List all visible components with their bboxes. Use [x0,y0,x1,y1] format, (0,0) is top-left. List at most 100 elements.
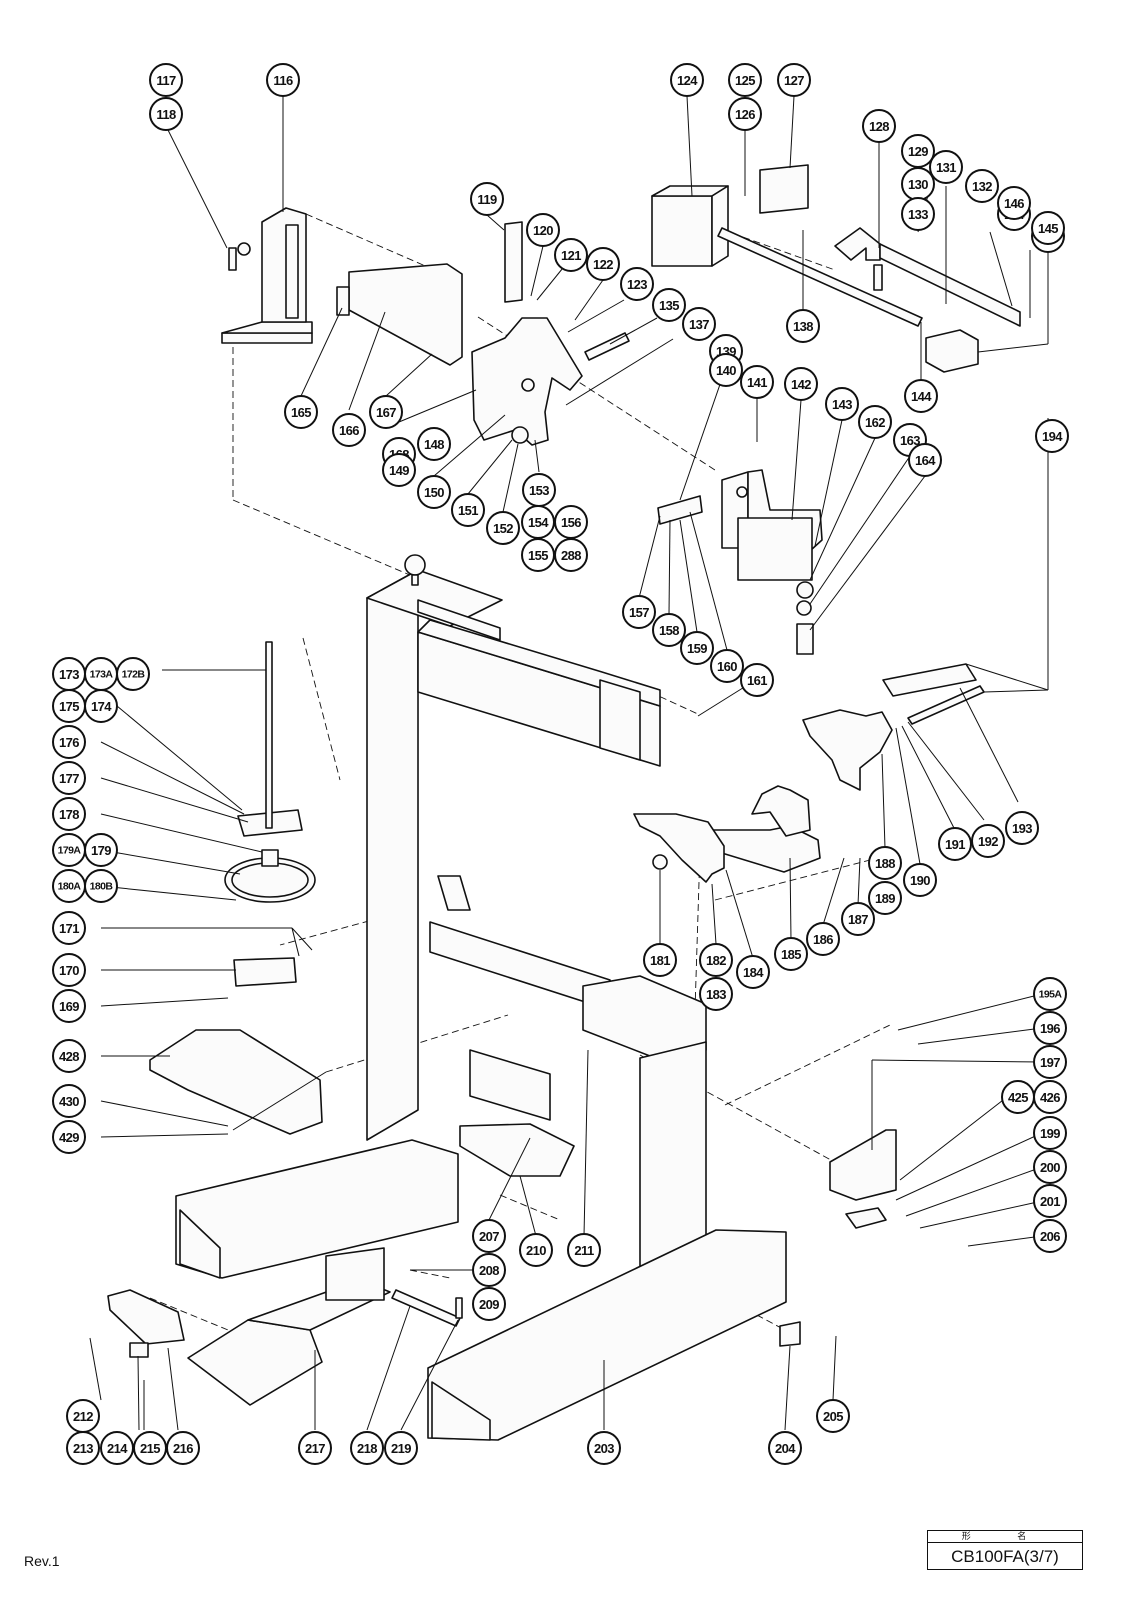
callout-429: 429 [52,1120,86,1154]
callout-label: 197 [1040,1055,1060,1070]
callout-158: 158 [652,613,686,647]
callout-label: 120 [533,223,553,238]
callout-121: 121 [554,238,588,272]
callout-label: 182 [706,953,726,968]
callout-label: 157 [629,605,649,620]
callout-label: 179A [58,845,82,857]
callout-label: 162 [865,415,885,430]
callout-label: 430 [59,1094,79,1109]
title-block-label: 形 名 [928,1531,1082,1543]
callout-117: 117 [149,63,183,97]
callout-146: 146 [997,186,1031,220]
callout-label: 173 [59,667,79,682]
callout-180b: 180B [84,869,118,903]
callout-label: 175 [59,699,79,714]
callout-label: 215 [140,1441,160,1456]
callout-177: 177 [52,761,86,795]
callout-label: 194 [1042,429,1063,444]
callout-label: 126 [735,107,755,122]
callout-label: 217 [305,1441,325,1456]
callout-label: 158 [659,623,679,638]
callout-119: 119 [470,182,504,216]
callout-137: 137 [682,307,716,341]
callout-185: 185 [774,937,808,971]
title-block: 形 名 CB100FA(3/7) [927,1530,1083,1570]
callout-204: 204 [768,1431,802,1465]
callout-211: 211 [567,1233,601,1267]
callout-label: 123 [627,277,647,292]
callout-label: 151 [458,503,478,518]
callout-187: 187 [841,902,875,936]
callout-162: 162 [858,405,892,439]
callout-label: 161 [747,673,767,688]
callout-label: 189 [875,891,895,906]
callout-179a: 179A [52,833,86,867]
callout-170: 170 [52,953,86,987]
callout-label: 125 [735,73,755,88]
callout-150: 150 [417,475,451,509]
callout-label: 164 [915,453,936,468]
callout-189: 189 [868,881,902,915]
callout-label: 137 [689,317,709,332]
callout-167: 167 [369,395,403,429]
callout-178: 178 [52,797,86,831]
callout-label: 132 [972,179,992,194]
callout-218: 218 [350,1431,384,1465]
callout-label: 209 [479,1297,499,1312]
callout-label: 166 [339,423,359,438]
callout-173a: 173A [84,657,118,691]
callout-label: 200 [1040,1160,1060,1175]
callout-181: 181 [643,943,677,977]
callout-label: 172B [122,669,146,681]
callout-151: 151 [451,493,485,527]
callout-142: 142 [784,367,818,401]
callout-153: 153 [522,473,556,507]
callout-122: 122 [586,247,620,281]
callout-label: 144 [911,389,932,404]
callout-116: 116 [266,63,300,97]
callout-label: 210 [526,1243,546,1258]
callout-191: 191 [938,827,972,861]
callout-207: 207 [472,1219,506,1253]
callout-209: 209 [472,1287,506,1321]
callout-217: 217 [298,1431,332,1465]
callout-129: 129 [901,134,935,168]
callout-125: 125 [728,63,762,97]
callout-165: 165 [284,395,318,429]
callout-label: 155 [528,548,548,563]
callout-label: 185 [781,947,801,962]
callout-157: 157 [622,595,656,629]
callout-label: 171 [59,921,79,936]
callout-label: 119 [477,192,497,207]
callout-288: 288 [554,538,588,572]
callout-label: 121 [561,248,581,263]
callout-label: 212 [73,1409,93,1424]
callout-176: 176 [52,725,86,759]
callout-126: 126 [728,97,762,131]
callout-label: 426 [1040,1090,1060,1105]
callout-label: 219 [391,1441,411,1456]
callout-219: 219 [384,1431,418,1465]
callout-label: 142 [791,377,811,392]
callout-169: 169 [52,989,86,1023]
callout-label: 122 [593,257,613,272]
callout-label: 180B [90,881,114,893]
callout-label: 130 [908,177,928,192]
callout-173: 173 [52,657,86,691]
callout-label: 154 [528,515,549,530]
callout-label: 160 [717,659,737,674]
callout-label: 288 [561,548,581,563]
callout-label: 213 [73,1441,93,1456]
callout-184: 184 [736,955,770,989]
callout-label: 196 [1040,1021,1060,1036]
callout-166: 166 [332,413,366,447]
callout-138: 138 [786,309,820,343]
callout-179: 179 [84,833,118,867]
parts-drawing [107,164,1021,1441]
callout-label: 218 [357,1441,377,1456]
callout-label: 124 [677,73,698,88]
callout-label: 190 [910,873,930,888]
callout-182: 182 [699,943,733,977]
callout-label: 193 [1012,821,1032,836]
